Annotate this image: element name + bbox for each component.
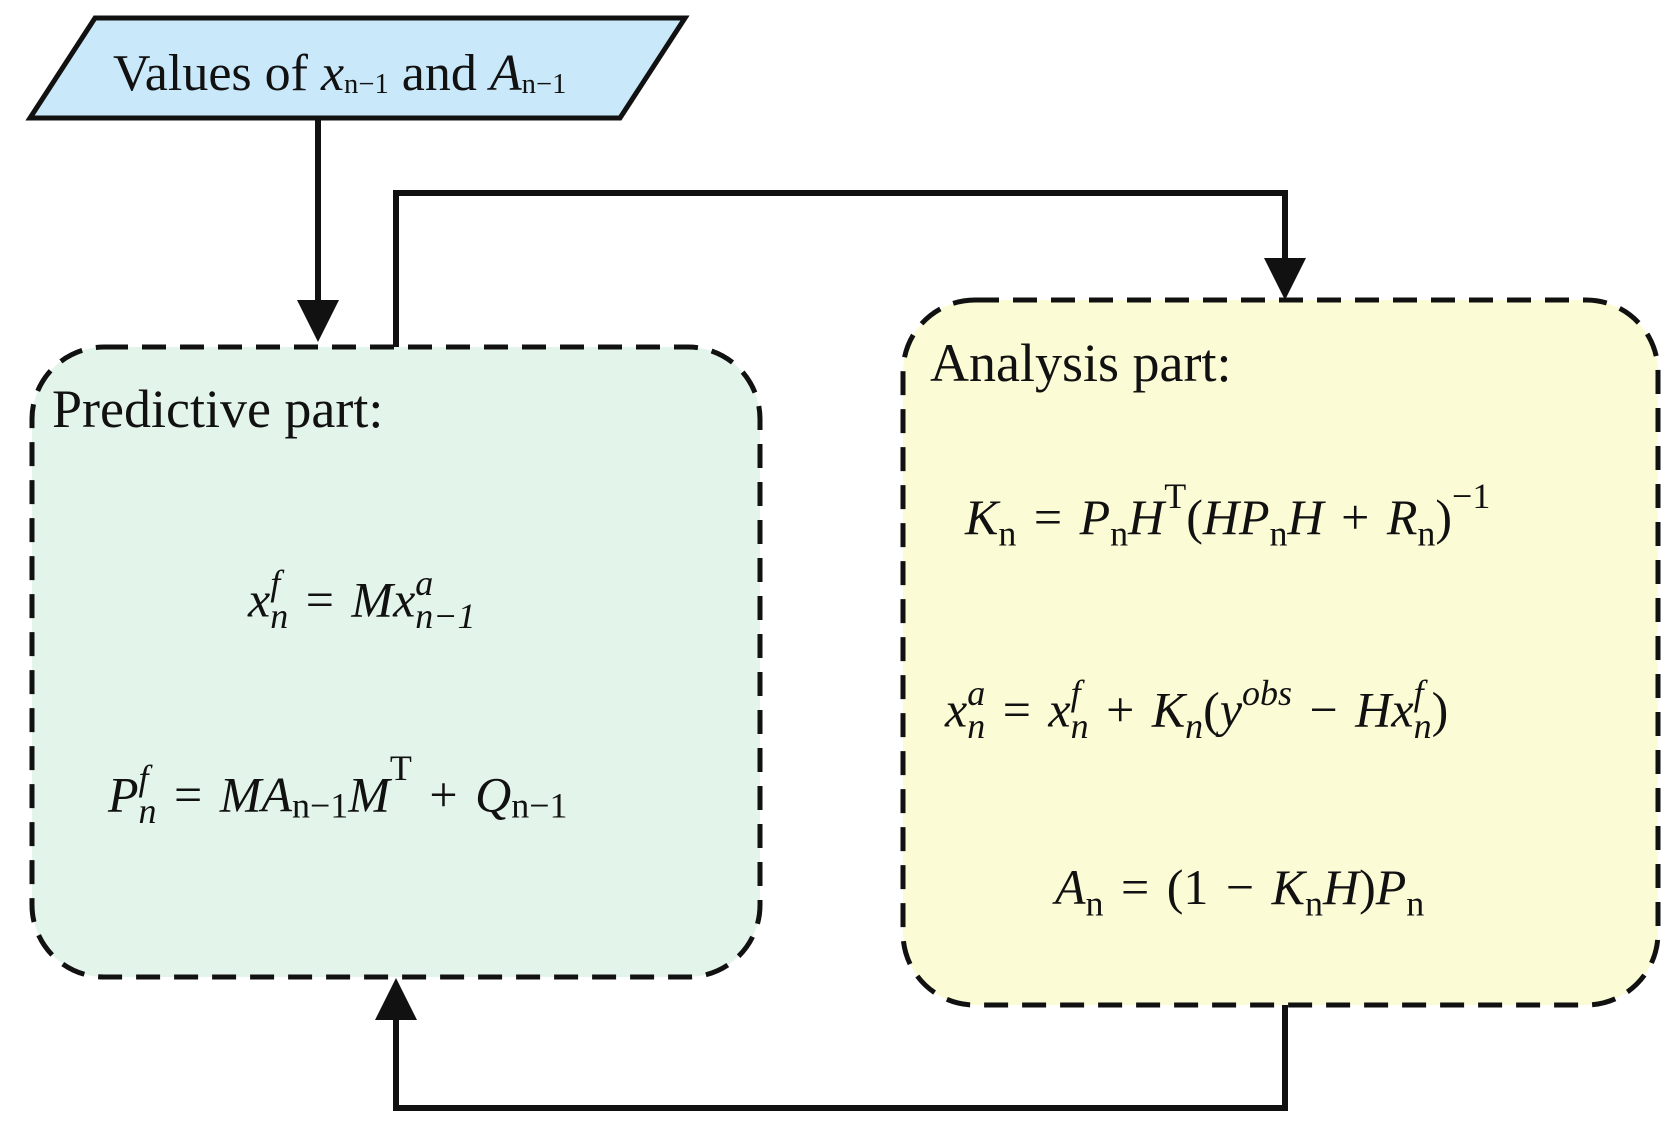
input-sub-x: n−1 (344, 68, 389, 100)
eq-operator: + (1341, 489, 1370, 545)
eq-symbol: P (108, 766, 139, 823)
eq-operator: − (1225, 859, 1255, 915)
eq-sub: n (998, 513, 1017, 554)
eq-sup: f (1413, 673, 1424, 713)
arrow-analysis-to-predictive (393, 1005, 1288, 1111)
eq-symbol: y (1219, 681, 1243, 738)
input-label: Values of xn−1 and An−1 (113, 48, 566, 100)
eq-sup: obs (1242, 673, 1293, 713)
eq-symbol: K (1151, 681, 1186, 738)
predictive-box (29, 344, 763, 980)
eq-symbol: MA (219, 766, 292, 823)
eq-symbol: x (1048, 681, 1071, 738)
eq-sub: n (1269, 513, 1288, 554)
input-middle: and (388, 45, 490, 102)
arrowhead-analysis-to-predictive (375, 978, 417, 1020)
eq-operator: = (1002, 681, 1031, 738)
eq-symbol: A (1055, 859, 1086, 915)
eq-operator: − (1309, 681, 1338, 738)
eq-sub: n (1417, 513, 1436, 554)
input-var-x: x (320, 45, 345, 102)
eq-operator: = (1033, 489, 1063, 545)
predictive-title: Predictive part: (52, 379, 384, 439)
eq-symbol: Hx (1355, 681, 1414, 738)
eq-symbol: M (351, 571, 394, 628)
eq-operator: ( (1203, 681, 1220, 738)
eq-sub: n−1 (511, 785, 568, 826)
eq-sup: f (270, 563, 281, 603)
eq-sub: n (1413, 706, 1432, 747)
eq-operator: + (429, 766, 458, 823)
eq-symbol: x (393, 571, 416, 628)
eq-symbol: H (1287, 489, 1324, 545)
eq-sub: n (270, 596, 289, 637)
arrow-predictive-to-analysis (393, 190, 1288, 347)
eq-sub: n (1070, 706, 1089, 747)
eq-sup: T (1164, 476, 1187, 517)
eq-symbol: H (1322, 859, 1360, 915)
eq-symbol: P (1375, 859, 1407, 915)
eq-symbol: R (1386, 489, 1418, 545)
eq-sup: f (138, 758, 149, 798)
eq-operator: ) (1435, 489, 1453, 545)
analysis-equation-covariance-update: An=(1−KnH)Pn (1055, 859, 1424, 922)
analysis-box (900, 297, 1661, 1008)
eq-sub: n (1304, 883, 1323, 924)
input-sub-a: n−1 (521, 68, 567, 100)
eq-sub: n−1 (291, 785, 349, 826)
eq-sub: n−1 (415, 596, 476, 637)
analysis-equation-gain: Kn=PnHT(HPnH+Rn)−1 (965, 478, 1490, 551)
eq-sub: n (138, 791, 157, 832)
eq-symbol: K (965, 489, 999, 545)
eq-operator: = (1121, 859, 1150, 915)
input-parallelogram (25, 15, 690, 121)
eq-operator: ) (1431, 681, 1449, 738)
eq-sub: n (1085, 883, 1104, 924)
eq-operator: (1 (1166, 859, 1209, 915)
eq-sup: f (1070, 673, 1081, 713)
eq-sub: n (1185, 706, 1204, 747)
input-var-a: A (489, 45, 522, 102)
eq-symbol: x (945, 681, 968, 738)
analysis-title: Analysis part: (930, 333, 1232, 393)
eq-sup: a (415, 563, 434, 603)
eq-symbol: Q (475, 766, 512, 823)
eq-symbol: M (348, 766, 390, 823)
eq-sub: n (1110, 513, 1129, 554)
eq-sub: n (967, 706, 986, 747)
eq-symbol: K (1271, 859, 1305, 915)
eq-symbol: H (1128, 489, 1165, 545)
eq-operator: = (174, 766, 203, 823)
eq-sup: a (967, 673, 986, 713)
arrowhead-predictive-to-analysis (1264, 258, 1306, 300)
input-prefix: Values of (113, 45, 321, 102)
eq-sup: −1 (1452, 476, 1491, 517)
eq-sup: T (389, 748, 412, 789)
eq-symbol: P (1079, 489, 1111, 545)
eq-symbol: x (248, 571, 271, 628)
eq-symbol: HP (1202, 489, 1270, 545)
eq-operator: = (305, 571, 334, 628)
eq-operator: + (1106, 681, 1135, 738)
arrowhead-input-to-predictive (297, 300, 339, 342)
eq-operator: ( (1186, 489, 1203, 545)
eq-operator: ) (1359, 859, 1376, 915)
eq-sub: n (1406, 883, 1425, 924)
